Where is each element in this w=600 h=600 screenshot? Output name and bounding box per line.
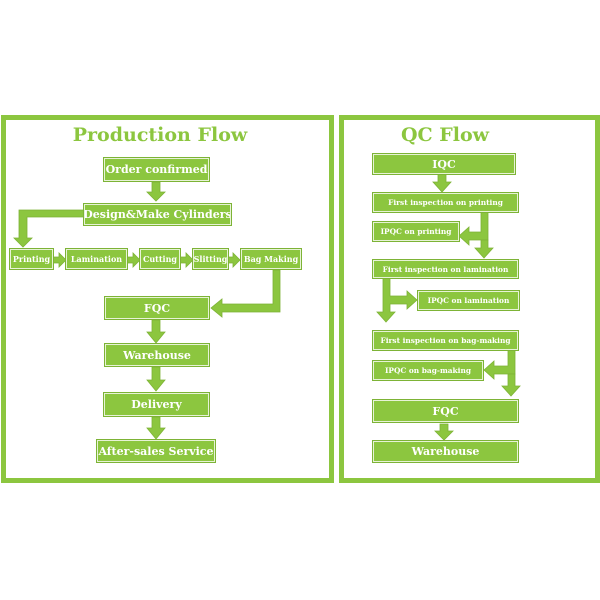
arrow-right-icon <box>52 252 67 268</box>
production-flow-title: Production Flow <box>72 124 248 146</box>
arrow-right-icon <box>126 252 141 268</box>
qc-fqc-box: FQC <box>373 400 518 422</box>
qc-warehouse-box: Warehouse <box>373 441 518 462</box>
arrow-bent-left-down-icon <box>13 209 85 248</box>
arrow-right-icon <box>179 252 194 268</box>
arrow-down-icon <box>501 373 521 397</box>
arrow-down-icon <box>434 423 454 441</box>
arrow-down-icon <box>146 366 166 392</box>
arrow-down-icon <box>474 239 494 259</box>
cutting-box: Cutting <box>140 249 180 269</box>
after-sales-service-box: After-sales Service <box>97 440 215 462</box>
first-inspection-printing-box: First inspection on printing <box>373 193 518 212</box>
ipqc-bag-making-box: IPQC on bag-making <box>373 361 483 380</box>
first-inspection-lamination-box: First inspection on lamination <box>373 260 518 278</box>
arrow-bent-down-left-icon <box>483 349 516 380</box>
design-make-cylinders-box: Design&Make Cylinders <box>84 204 231 225</box>
ipqc-lamination-box: IPQC on lamination <box>418 291 519 310</box>
order-confirmed-box: Order confirmed <box>104 158 209 181</box>
ipqc-printing-box: IPQC on printing <box>373 222 459 241</box>
arrow-down-icon <box>432 173 452 193</box>
arrow-bent-down-left-icon <box>458 211 489 246</box>
printing-box: Printing <box>10 249 53 269</box>
bag-making-box: Bag Making <box>241 249 301 269</box>
production-fqc-box: FQC <box>105 297 209 319</box>
arrow-bent-down-right-icon <box>376 277 418 323</box>
arrow-bent-down-left-icon <box>210 269 281 318</box>
delivery-box: Delivery <box>104 393 209 416</box>
arrow-down-icon <box>146 319 166 344</box>
arrow-right-icon <box>226 252 241 268</box>
arrow-down-icon <box>146 181 166 202</box>
qc-flow-title: QC Flow <box>400 124 490 146</box>
iqc-box: IQC <box>373 154 515 174</box>
slitting-box: Slitting <box>193 249 228 269</box>
first-inspection-bag-making-box: First inspection on bag-making <box>373 331 518 350</box>
production-warehouse-box: Warehouse <box>105 344 209 366</box>
arrow-down-icon <box>146 416 166 440</box>
lamination-box: Lamination <box>66 249 127 269</box>
